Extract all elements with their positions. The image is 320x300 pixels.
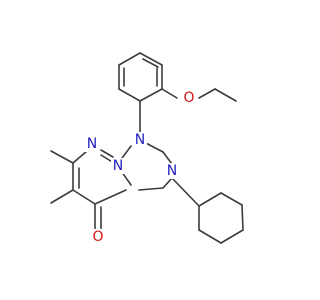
bond — [241, 204, 244, 231]
label-background — [111, 158, 125, 174]
label-background — [165, 163, 179, 179]
bond — [171, 177, 200, 207]
methoxyphenyl-ring — [118, 52, 163, 102]
bond — [138, 187, 164, 191]
bond — [220, 192, 243, 206]
atom-labels: N N N N O O — [85, 90, 197, 245]
bond — [198, 229, 222, 244]
nitrogen-atom-3: N — [167, 163, 177, 179]
bond — [142, 58, 159, 68]
bond — [72, 150, 88, 164]
bond — [50, 150, 74, 164]
ether-oxygen-atom: O — [183, 90, 194, 106]
nitrogen-atom-2: N — [87, 136, 97, 152]
bond — [139, 88, 163, 102]
pyrimidinone-ring — [72, 149, 127, 205]
carbonyl-group — [94, 203, 102, 230]
bond — [94, 189, 127, 205]
molecule-structure: N N N N O O — [50, 52, 244, 245]
bond — [198, 192, 222, 207]
nitrogen-atom-1: N — [135, 132, 145, 148]
bond — [198, 88, 216, 99]
label-background — [90, 229, 106, 245]
bond — [162, 177, 173, 189]
methoxy-group — [161, 88, 237, 102]
label-background — [133, 132, 147, 148]
bond — [118, 88, 141, 102]
cyclohexyl-ring — [171, 177, 244, 244]
nitrogen-atom-4: N — [113, 158, 123, 174]
bond — [50, 189, 74, 204]
bond — [139, 52, 163, 66]
carbonyl-oxygen-atom: O — [92, 229, 103, 245]
molecule-canvas: N N N N O O — [50, 52, 244, 245]
bond — [161, 88, 178, 99]
bond — [100, 149, 114, 158]
bond — [72, 189, 96, 205]
label-background — [85, 136, 99, 152]
bond — [214, 88, 237, 102]
bond — [162, 151, 173, 165]
bond — [220, 229, 244, 244]
label-background — [181, 90, 197, 106]
methyl-groups — [50, 150, 74, 204]
bond — [118, 52, 141, 66]
